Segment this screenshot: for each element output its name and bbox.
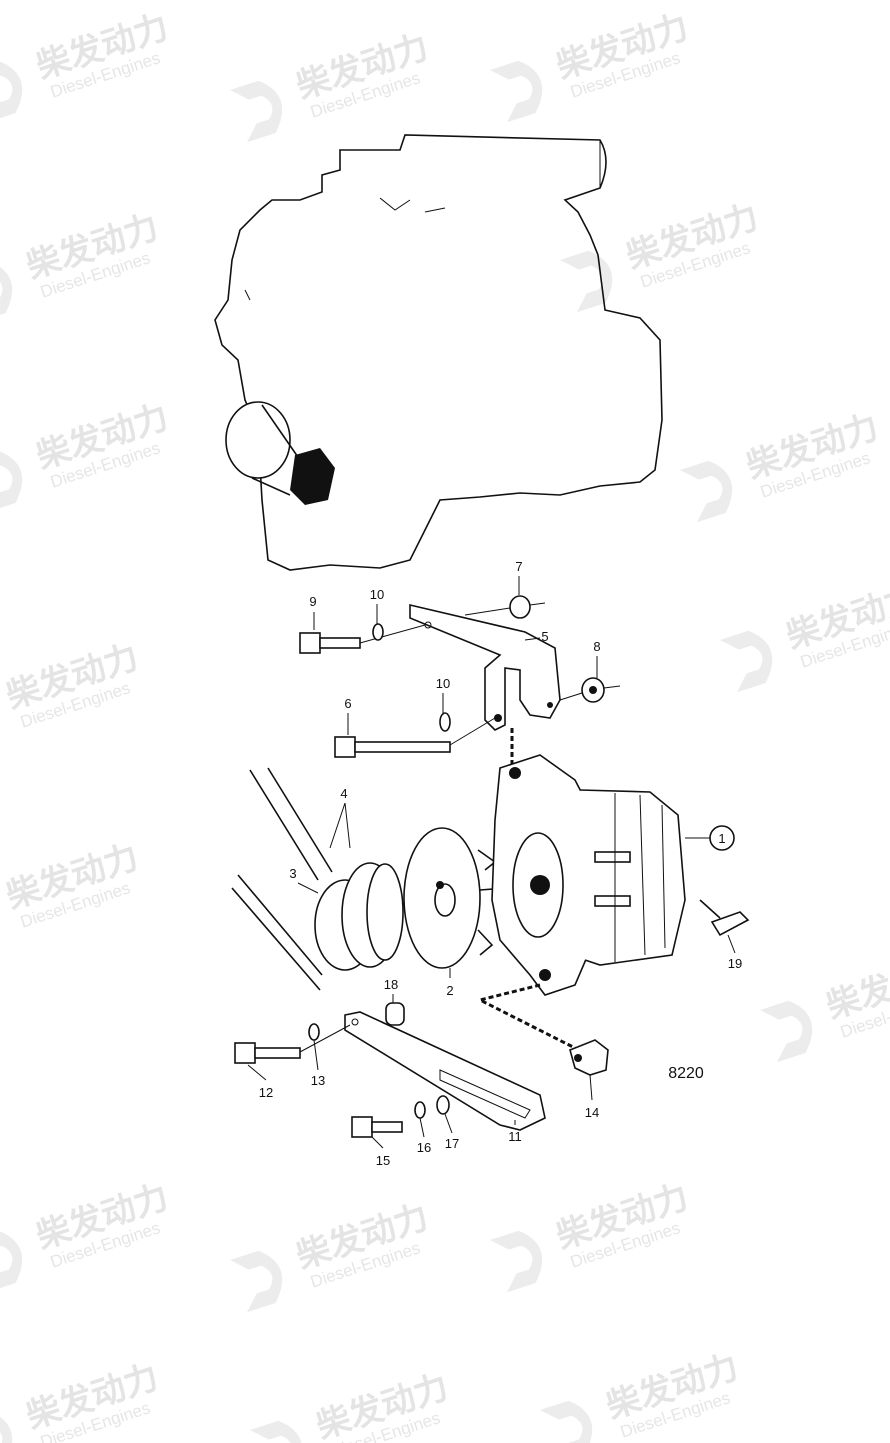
callout-1: 1 [718,831,725,846]
watermark-d-icon [760,1000,813,1063]
callout-1-circle [709,825,735,851]
bracket-14 [569,1039,609,1076]
watermark-d-icon [720,630,773,693]
callout-2: 2 [446,983,453,998]
spacer-18 [385,1002,405,1026]
callout-7: 7 [515,559,522,574]
washer-13 [308,1023,320,1041]
bolt-15 [351,1116,403,1138]
watermark-d-icon [0,450,23,513]
callout-13: 13 [311,1073,325,1088]
callout-17: 17 [445,1136,459,1151]
adjusting-arm-11 [344,1011,546,1131]
watermark-d-icon [560,250,613,313]
washer-10-upper [372,623,384,641]
watermark-d-icon [250,1420,303,1443]
watermark-d-icon [680,460,733,523]
watermark-d-icon [230,80,283,143]
bracket-5 [409,603,561,731]
washer-16 [414,1101,426,1119]
callout-labels: 9 10 7 5 8 6 10 4 1 3 2 19 18 12 13 14 1… [259,559,742,1168]
callout-12: 12 [259,1085,273,1100]
callout-6: 6 [344,696,351,711]
callout-4: 4 [340,786,347,801]
engine-pulley [225,401,335,505]
watermark-d-icon [0,1230,23,1293]
watermark-d-icon [0,260,13,323]
reference-number: 8220 [668,1065,704,1082]
bolt-9 [299,624,426,654]
callout-9: 9 [309,594,316,609]
callout-11: 11 [508,1129,522,1144]
watermark-d-icon [0,1410,13,1443]
callout-16: 16 [417,1140,431,1155]
watermark-d-icon [230,1250,283,1313]
engine-outline [214,134,663,571]
spacer-7 [464,595,546,619]
callout-14: 14 [585,1105,599,1120]
washer-17 [436,1095,450,1115]
watermark-d-icon [540,1400,593,1443]
leader-lines [247,576,736,1149]
clip-19 [699,899,750,937]
callout-15: 15 [376,1153,390,1168]
watermark-d-icon [490,60,543,123]
watermark-d-icon [0,60,23,123]
nut-8 [559,677,621,703]
callout-10: 10 [370,587,384,602]
callout-3: 3 [289,866,296,881]
dashed-line-lower [475,983,576,1050]
v-belt-4 [231,767,333,991]
callout-10: 10 [436,676,450,691]
callout-8: 8 [593,639,600,654]
alternator-1 [491,754,686,996]
washer-10-lower [439,712,451,732]
callout-19: 19 [728,956,742,971]
engine-detail [244,140,601,301]
callout-5: 5 [541,629,548,644]
bolt-6 [334,717,496,758]
callout-18: 18 [384,977,398,992]
watermark-d-icon [490,1230,543,1293]
bolt-12 [234,1024,351,1064]
pulley-3 [314,862,404,971]
